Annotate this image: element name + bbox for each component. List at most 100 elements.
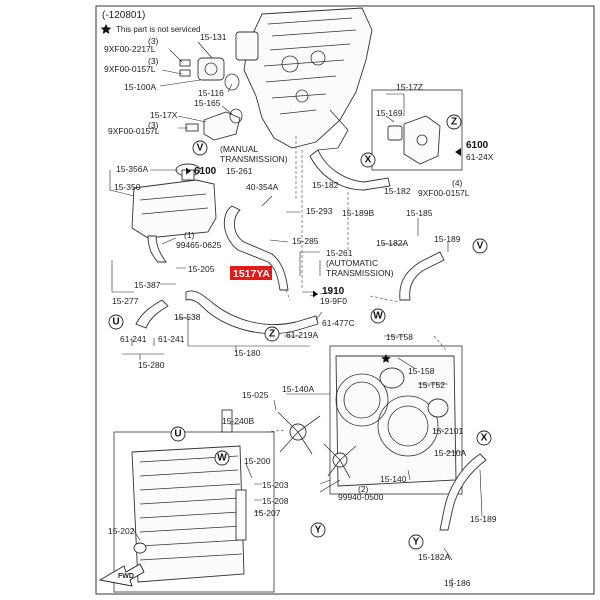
callout-circle <box>476 430 492 446</box>
part-label: 15-387 <box>134 280 161 290</box>
reference-callouts: Z V X V W U Z U W X Y Y <box>108 114 492 550</box>
callout-circle <box>472 238 488 254</box>
hose-185 <box>399 251 445 301</box>
hose-180 <box>185 290 319 334</box>
part-label: 61-219A <box>286 330 318 340</box>
callout-circle <box>408 534 424 550</box>
inset-box-17z <box>371 89 463 171</box>
part-label: 15-261 <box>326 248 353 258</box>
callout-circle <box>108 314 124 330</box>
hose-280 <box>135 299 169 329</box>
qty-label: (3) <box>148 36 159 46</box>
part-label: 15-185 <box>406 208 433 218</box>
cooling-fan-blades <box>277 411 357 479</box>
inset-box-radiator <box>113 431 275 593</box>
callout-circle <box>310 522 326 538</box>
part-label: 15-200 <box>244 456 271 466</box>
part-label: 15-180 <box>234 348 261 358</box>
part-label: 15-277 <box>112 296 139 306</box>
qty-label: (3) <box>148 56 159 66</box>
upper-hose-261 <box>223 205 289 291</box>
fan-shroud-assembly <box>329 345 463 495</box>
part-label: 99940-0500 <box>338 492 384 502</box>
part-label: 15-186 <box>444 578 471 588</box>
svg-text:W: W <box>217 453 227 464</box>
part-label: 9XF00-0157L <box>104 64 156 74</box>
part-label: 15-356A <box>116 164 148 174</box>
part-label: 15-17Z <box>396 82 423 92</box>
qty-label: (2) <box>358 484 369 494</box>
part-label: 15-17X <box>150 110 178 120</box>
callout-circle <box>170 426 186 442</box>
part-label: 61-477C <box>322 318 355 328</box>
part-label: 15-538 <box>174 312 201 322</box>
highlight-box <box>230 266 272 280</box>
not-serviced-star-icon <box>381 354 391 363</box>
svg-text:V: V <box>197 143 204 154</box>
part-label: 15-203 <box>262 480 289 490</box>
callout-circle <box>446 114 462 130</box>
part-label: 99465-0625 <box>176 240 222 250</box>
water-outlet-17z <box>371 89 463 171</box>
part-label: 15-205 <box>188 264 215 274</box>
part-label: 15-350 <box>114 182 141 192</box>
part-label: 15-189B <box>342 208 374 218</box>
part-label: 15-165 <box>194 98 221 108</box>
highlighted-part-1517ya[interactable]: 1517YA <box>230 266 272 280</box>
qty-label: (4) <box>452 178 463 188</box>
part-label: 15-182A <box>418 552 450 562</box>
diagram-border <box>95 5 595 595</box>
water-pipe-17x <box>185 108 243 141</box>
part-label: 40-354A <box>246 182 278 192</box>
water-outlet-assembly <box>179 57 240 91</box>
hose-189b <box>309 149 391 191</box>
part-label: 15-293 <box>306 206 333 216</box>
part-label: TRANSMISSION) <box>220 154 288 164</box>
qty-label: (1) <box>184 230 195 240</box>
star-icon <box>100 24 112 34</box>
part-label: (MANUAL <box>220 144 259 154</box>
engine-block <box>235 7 373 151</box>
arrow-icon <box>455 148 461 156</box>
part-label: 15-182 <box>312 180 339 190</box>
part-label: 15-158 <box>408 366 435 376</box>
part-label: 15-261 <box>226 166 253 176</box>
callout-circle <box>264 326 280 342</box>
part-label: 15-280 <box>138 360 165 370</box>
svg-text:V: V <box>477 241 484 252</box>
qty-label: (3) <box>148 120 159 130</box>
part-label: 15-207 <box>254 508 281 518</box>
part-label: 9XF00-0157L <box>418 188 470 198</box>
leader-lines <box>109 41 483 588</box>
part-label: 61-241 <box>120 334 147 344</box>
highlight-label: 1517YA <box>233 268 270 280</box>
callout-circle <box>360 152 376 168</box>
part-label: 15-285 <box>292 236 319 246</box>
part-label: 9XF00-0157L <box>108 126 160 136</box>
forward-arrow-icon: FWD <box>98 563 145 587</box>
svg-text:FWD: FWD <box>118 573 134 580</box>
callout-circle <box>192 140 208 156</box>
svg-text:Y: Y <box>413 537 420 548</box>
lower-hose-186 <box>439 453 487 531</box>
coolant-reservoir <box>131 163 217 263</box>
svg-text:U: U <box>174 429 181 440</box>
part-label: 6100 <box>194 166 217 177</box>
part-label: 15-025 <box>242 390 269 400</box>
part-label: 15-T58 <box>386 332 413 342</box>
part-label: 15-210A <box>434 448 466 458</box>
part-label: 15-202 <box>108 526 135 536</box>
svg-text:Z: Z <box>269 329 275 340</box>
arrow-icon <box>186 167 191 175</box>
svg-text:W: W <box>373 311 383 322</box>
part-label: 15-2101 <box>432 426 463 436</box>
part-label: 15-182A <box>376 238 408 248</box>
part-label: 15-240B <box>222 416 254 426</box>
part-label: 15-169 <box>376 108 403 118</box>
part-label: 6100 <box>466 140 489 151</box>
svg-text:Z: Z <box>451 117 457 128</box>
part-label: 15-140A <box>282 384 314 394</box>
header-code: (-120801) <box>102 10 145 21</box>
part-label: 9XF00-2217L <box>104 44 156 54</box>
